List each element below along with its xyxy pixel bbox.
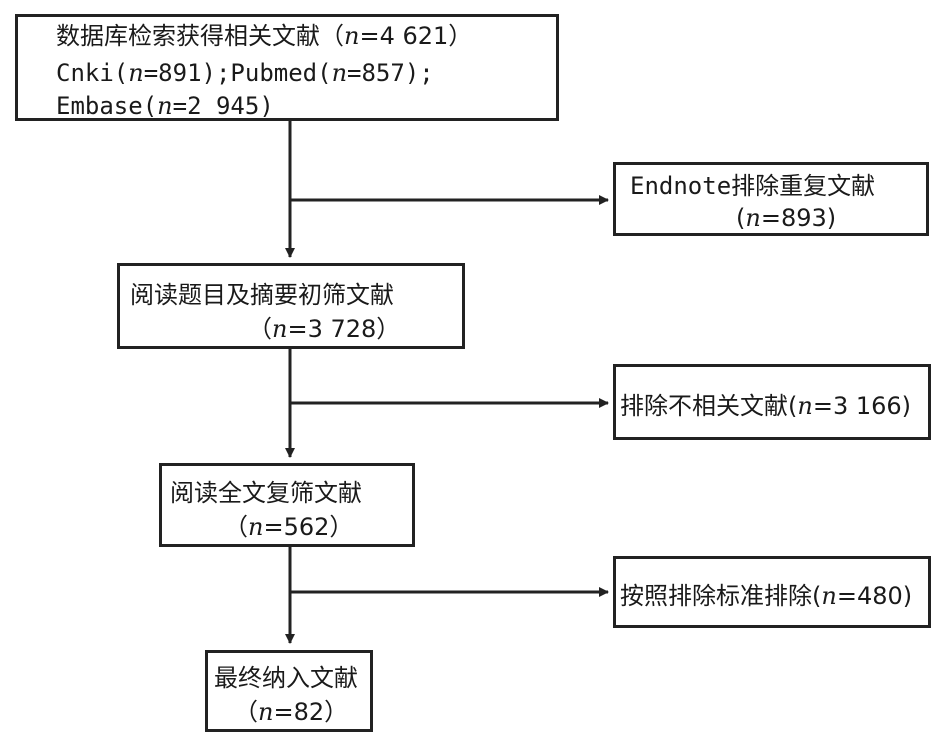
dedup-line-2: (n=893) [736, 203, 836, 233]
included-n-symbol: n [258, 698, 274, 726]
cnki-label: Cnki( [56, 59, 129, 87]
dedup-n-symbol: n [745, 204, 761, 232]
criteria-n-symbol: n [821, 582, 837, 610]
dedup-label: Endnote排除重复文献 [630, 172, 876, 200]
criteria-line-1: 按照排除标准排除(n=480) [620, 581, 912, 611]
box-final-included: 最终纳入文献 （n=82） [205, 650, 373, 732]
screen-label: 阅读题目及摘要初筛文献 [130, 281, 394, 309]
box-exclusion-criteria: 按照排除标准排除(n=480) [613, 556, 931, 628]
irrelevant-count: =3 166) [812, 392, 912, 420]
search-label: 数据库检索获得相关文献（ [56, 22, 344, 50]
cnki-pubmed-count: =891);Pubmed( [143, 59, 332, 87]
included-count: =82） [273, 698, 349, 726]
fulltext-line-2: （n=562） [224, 512, 353, 542]
search-line-1: 数据库检索获得相关文献（n=4 621） [56, 21, 472, 51]
fulltext-count: =562） [263, 513, 354, 541]
included-paren-open: （ [234, 698, 258, 726]
irrelevant-line-1: 排除不相关文献(n=3 166) [620, 391, 911, 421]
criteria-count: =480) [836, 582, 913, 610]
search-n-symbol: n [344, 22, 360, 50]
irrelevant-label: 排除不相关文献( [620, 392, 798, 420]
screen-line-1: 阅读题目及摘要初筛文献 [130, 280, 394, 310]
box-exclude-irrelevant: 排除不相关文献(n=3 166) [613, 364, 931, 440]
box-endnote-dedup: Endnote排除重复文献 (n=893) [613, 162, 929, 236]
fulltext-paren-open: （ [224, 513, 248, 541]
embase-count: =2 945) [172, 92, 274, 120]
pubmed-count: =857); [347, 59, 434, 87]
dedup-line-1: Endnote排除重复文献 [630, 171, 875, 201]
screen-count: =3 728） [287, 315, 401, 343]
search-line-2: Cnki(n=891);Pubmed(n=857); [56, 58, 434, 88]
included-label: 最终纳入文献 [214, 664, 358, 692]
fulltext-n-symbol: n [248, 513, 264, 541]
irrelevant-n-symbol: n [797, 392, 813, 420]
box-fulltext-screening: 阅读全文复筛文献 （n=562） [159, 463, 415, 547]
screen-line-2: （n=3 728） [248, 314, 400, 344]
pubmed-n-symbol: n [331, 59, 348, 87]
screen-paren-open: （ [248, 315, 272, 343]
included-line-1: 最终纳入文献 [214, 663, 358, 693]
box-title-abstract-screening: 阅读题目及摘要初筛文献 （n=3 728） [117, 263, 465, 349]
included-line-2: （n=82） [234, 697, 348, 727]
fulltext-line-1: 阅读全文复筛文献 [170, 478, 362, 508]
cnki-n-symbol: n [128, 59, 144, 87]
embase-n-symbol: n [157, 92, 173, 120]
screen-n-symbol: n [272, 315, 288, 343]
dedup-count: =893) [760, 204, 837, 232]
embase-label: Embase( [56, 92, 158, 120]
criteria-label: 按照排除标准排除( [620, 582, 822, 610]
search-count: =4 621） [359, 22, 473, 50]
search-line-3: Embase(n=2 945) [56, 91, 274, 121]
box-database-search: 数据库检索获得相关文献（n=4 621） Cnki(n=891);Pubmed(… [15, 14, 559, 121]
dedup-paren-open: ( [736, 204, 746, 232]
fulltext-label: 阅读全文复筛文献 [170, 479, 362, 507]
